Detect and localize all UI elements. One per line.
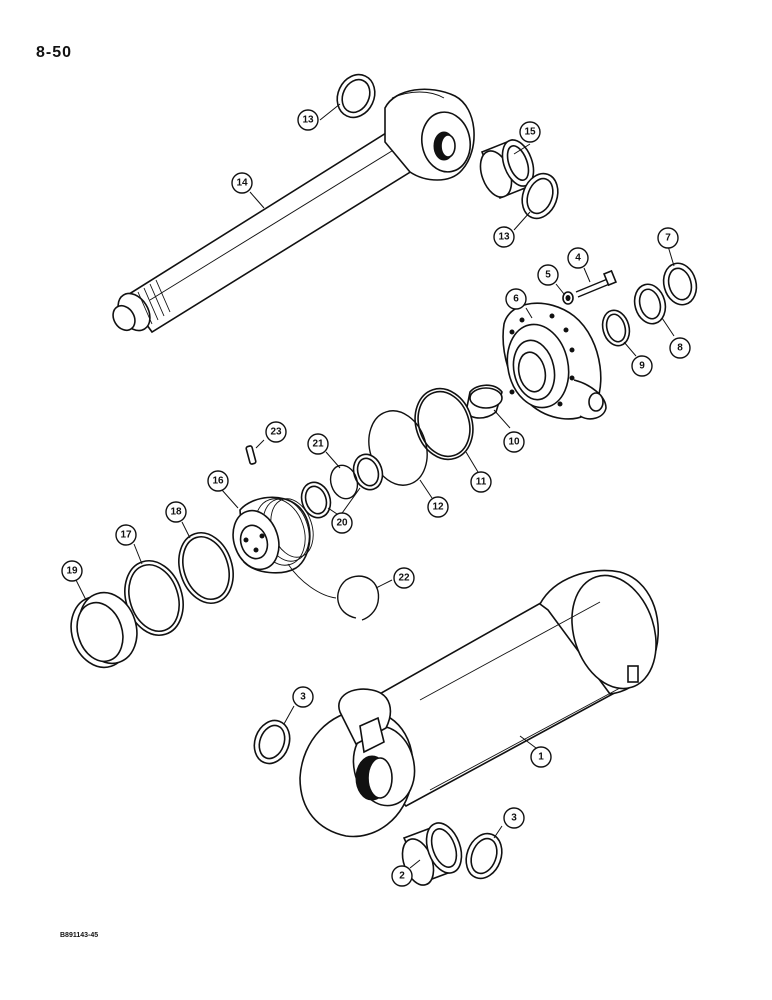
svg-text:4: 4 [575,253,581,264]
callout-21: 21 [307,433,329,455]
svg-text:19: 19 [66,566,78,577]
ring-part-18 [178,532,234,604]
cylinder-barrel-part-1 [299,569,660,838]
seal-part-8 [633,283,667,325]
svg-text:8: 8 [677,343,683,354]
callout-11: 11 [470,471,492,493]
callout-4: 4 [567,247,589,269]
callout-22: 22 [393,567,415,589]
svg-text:10: 10 [508,437,520,448]
wiper-part-7 [662,262,698,306]
gland-part-6 [502,302,607,420]
callout-13-upper: 13 [297,109,319,131]
callout-20: 20 [331,512,353,534]
svg-text:12: 12 [432,502,444,513]
callout-17: 17 [115,524,137,546]
svg-text:13: 13 [302,115,314,126]
piston-part-16 [232,496,337,599]
svg-text:18: 18 [170,507,182,518]
svg-text:22: 22 [398,573,410,584]
washer-part-5 [562,291,574,305]
svg-text:1: 1 [538,752,544,763]
pin-part-23 [245,445,257,465]
svg-text:15: 15 [524,127,536,138]
svg-text:7: 7 [665,233,671,244]
callout-18: 18 [165,501,187,523]
callout-2: 2 [391,865,413,887]
callout-5: 5 [537,264,559,286]
ring-part-20-lower [300,481,332,519]
ring-part-9 [601,309,631,347]
seal-part-3-upper [253,719,291,765]
svg-text:21: 21 [312,439,324,450]
callout-12: 12 [427,496,449,518]
callout-13-lower: 13 [493,226,515,248]
bushing-part-15 [479,138,535,200]
svg-text:11: 11 [476,477,487,488]
bolt-part-4 [575,269,617,298]
callout-9: 9 [631,355,653,377]
callout-8: 8 [669,337,691,359]
callout-3-lower: 3 [503,807,525,829]
svg-text:5: 5 [545,270,551,281]
callout-1: 1 [530,746,552,768]
snap-ring-part-22 [337,575,380,621]
page-number: 8-50 [36,44,73,61]
bearing-part-10 [465,384,503,419]
svg-text:3: 3 [511,813,517,824]
svg-text:9: 9 [639,361,645,372]
svg-text:6: 6 [513,294,519,305]
svg-text:13: 13 [498,232,510,243]
seal-part-13-lower [521,172,559,220]
svg-text:3: 3 [300,692,306,703]
callout-3-upper: 3 [292,686,314,708]
callout-16: 16 [207,470,229,492]
seal-part-13-upper [336,73,376,119]
callout-15: 15 [519,121,541,143]
svg-text:17: 17 [120,530,132,541]
callout-19: 19 [61,560,83,582]
leader-lines [75,103,675,869]
ring-part-20 [352,453,384,491]
svg-text:16: 16 [212,476,224,487]
svg-text:23: 23 [270,427,282,438]
callout-6: 6 [505,288,527,310]
svg-text:20: 20 [336,518,348,529]
svg-text:14: 14 [236,178,248,189]
svg-text:2: 2 [399,871,405,882]
piston-rod-part-14 [112,88,475,334]
wear-ring-part-19 [70,591,138,669]
callout-14: 14 [231,172,253,194]
o-ring-part-11 [414,387,474,461]
callout-23: 23 [265,421,287,443]
figure-code: B891143-45 [60,932,99,939]
callout-7: 7 [657,227,679,249]
ring-part-17 [124,560,184,636]
callout-10: 10 [503,431,525,453]
seal-part-3-lower [465,832,503,880]
